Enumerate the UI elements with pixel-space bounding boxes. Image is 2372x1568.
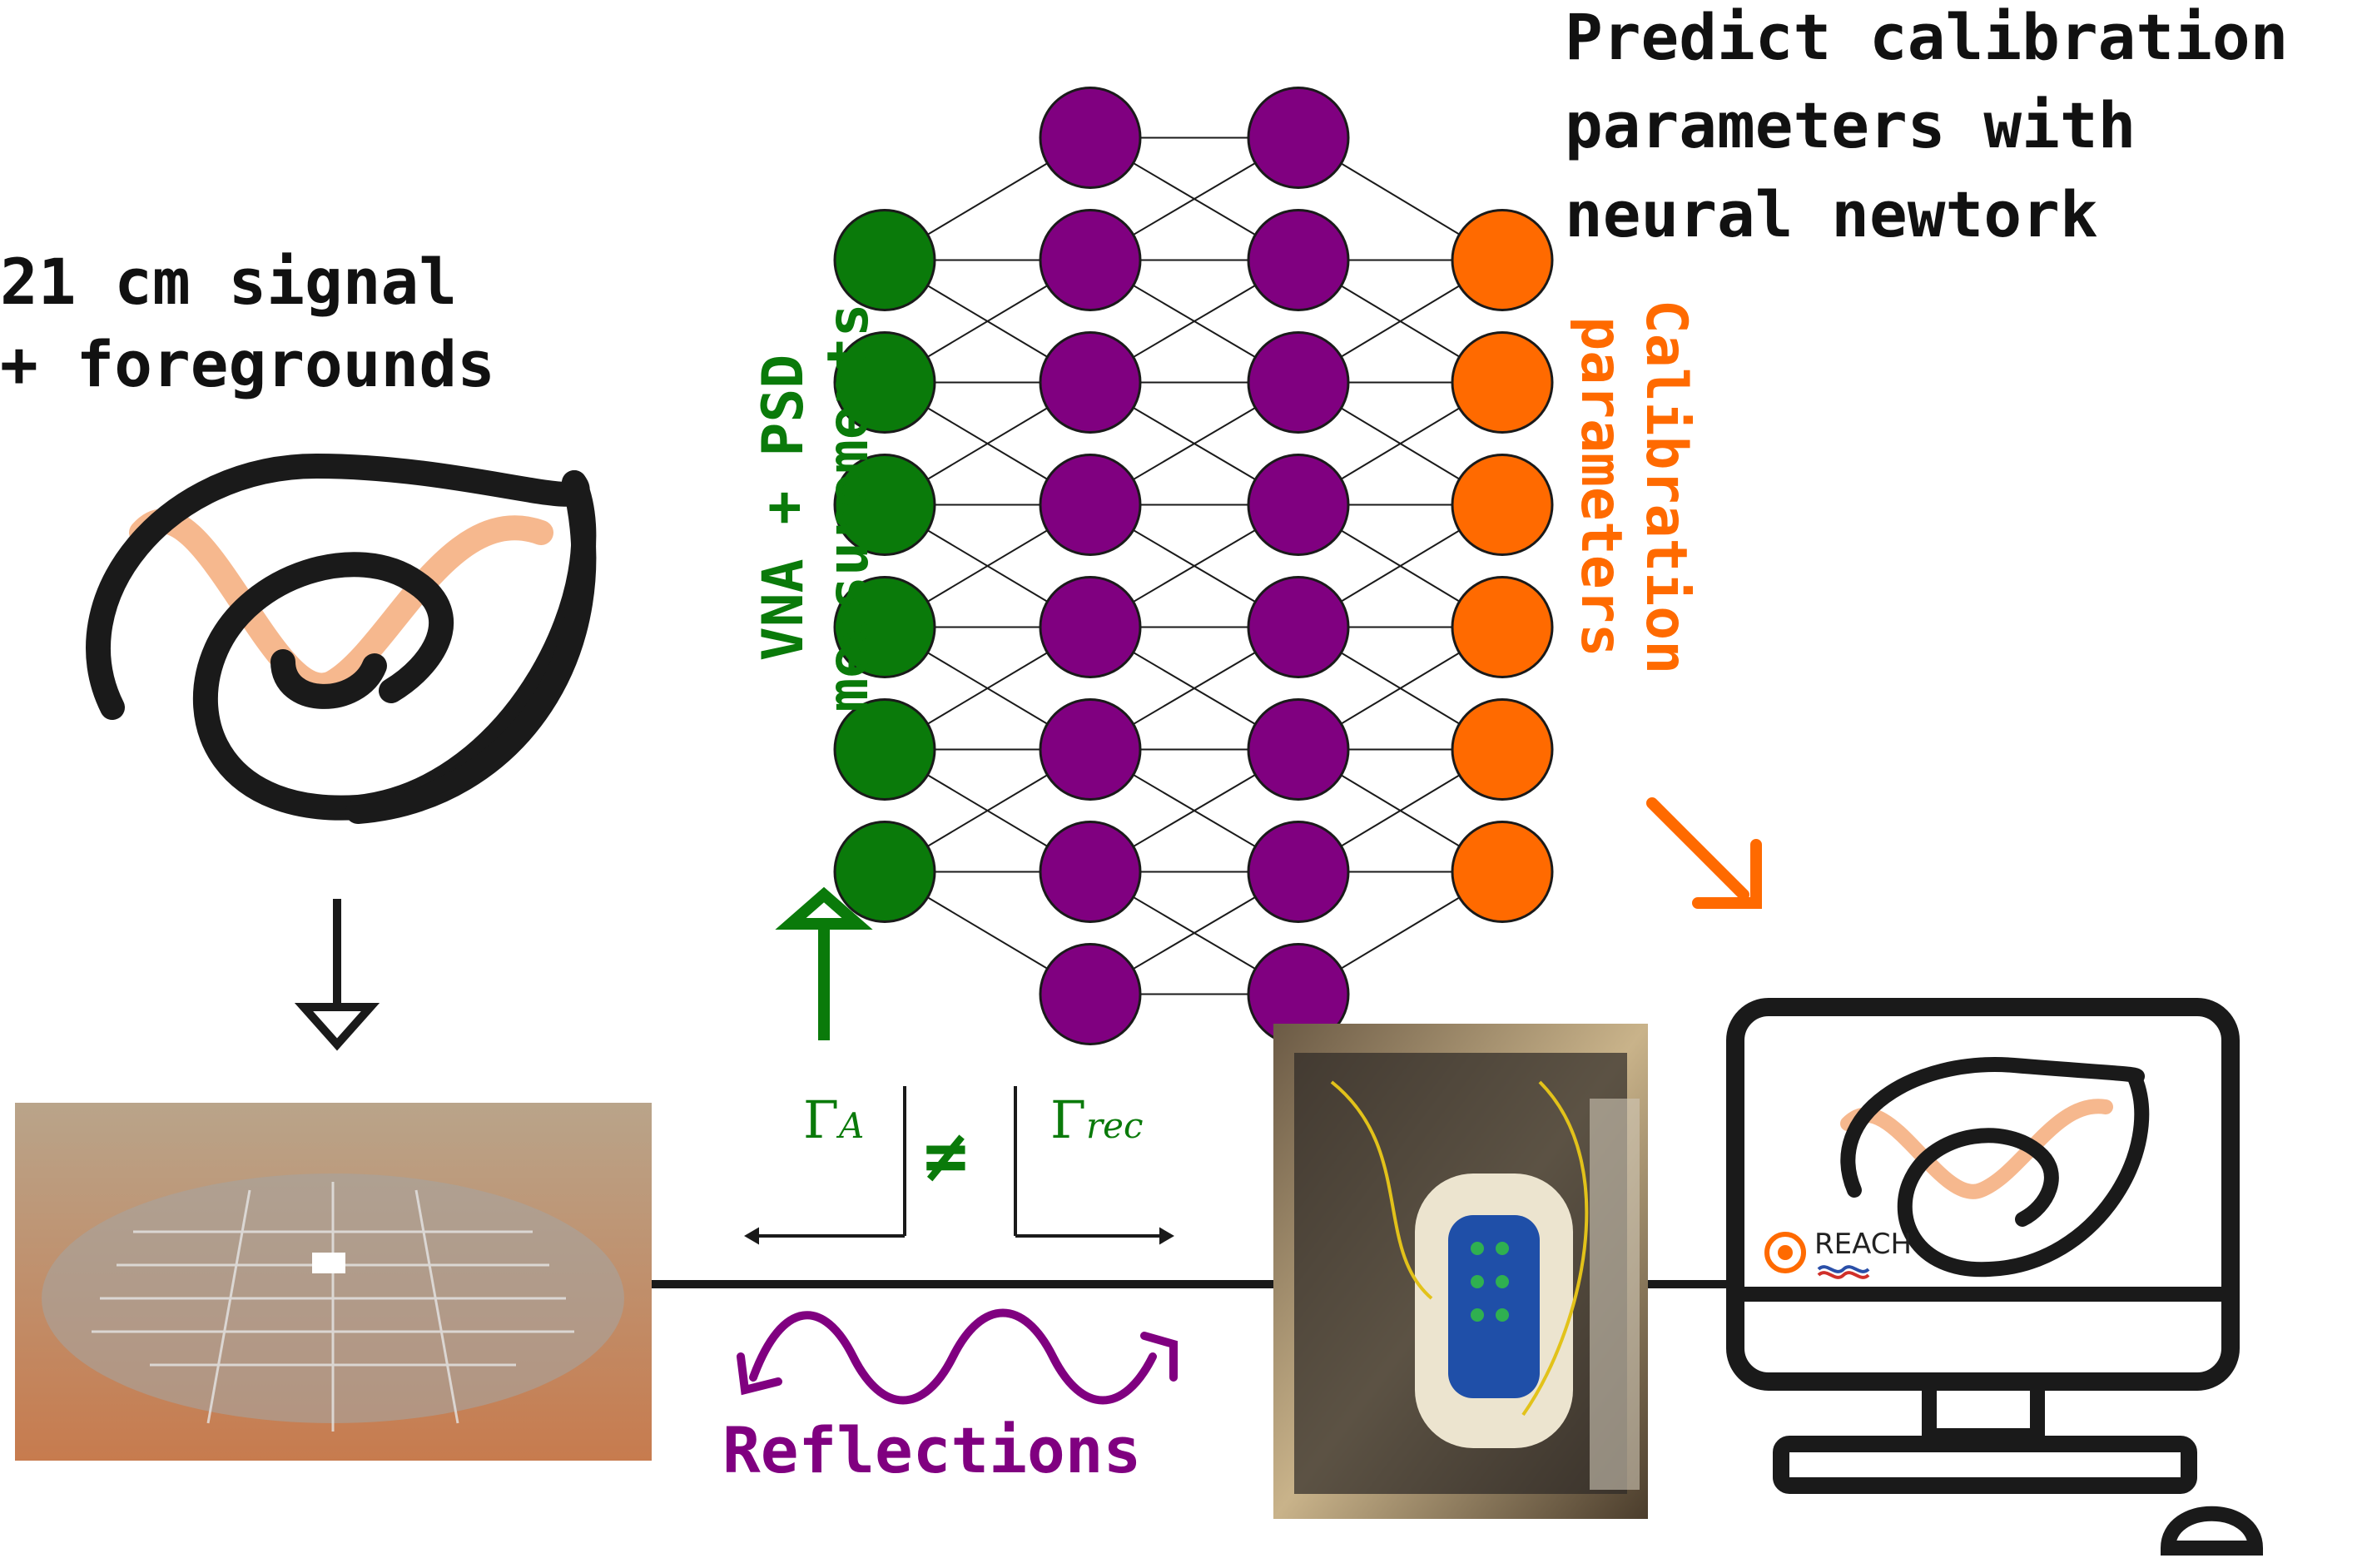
- output-node: [1451, 698, 1554, 801]
- hidden-1-node: [1039, 87, 1142, 189]
- output-node: [1451, 576, 1554, 678]
- input-node: [833, 576, 936, 678]
- hidden-1-node: [1039, 576, 1142, 678]
- hidden-2-node: [1247, 87, 1350, 189]
- output-arrow-icon: [1646, 797, 1762, 909]
- output-node: [1451, 331, 1554, 434]
- network-connections: [884, 136, 1503, 995]
- hidden-2-node: [1247, 454, 1350, 556]
- output-node: [1451, 209, 1554, 311]
- hidden-1-node: [1039, 821, 1142, 923]
- input-node: [833, 454, 936, 556]
- galaxy-foreground-icon: [86, 454, 597, 824]
- hidden-2-node: [1247, 821, 1350, 923]
- input-node: [833, 331, 936, 434]
- output-node: [1451, 821, 1554, 923]
- hidden-1-node: [1039, 454, 1142, 556]
- input-arrow-icon: [775, 886, 873, 1040]
- computer-monitor-icon: [1726, 998, 2264, 1556]
- hidden-1-node: [1039, 943, 1142, 1045]
- hidden-2-node: [1247, 331, 1350, 434]
- output-node: [1451, 454, 1554, 556]
- input-node: [833, 698, 936, 801]
- down-arrow-icon: [294, 899, 380, 1051]
- reflections-wave-icon: [737, 1308, 1178, 1405]
- receiver-box-photo: [1273, 1024, 1648, 1519]
- hidden-1-node: [1039, 209, 1142, 311]
- hidden-2-node: [1247, 576, 1350, 678]
- reach-logo-spiral-icon: [1764, 1057, 2150, 1279]
- hidden-2-node: [1247, 209, 1350, 311]
- reflection-coefficient-sketch: [744, 1086, 1174, 1245]
- neural-network: [833, 87, 1554, 1045]
- hidden-1-node: [1039, 698, 1142, 801]
- hidden-2-node: [1247, 698, 1350, 801]
- input-node: [833, 821, 936, 923]
- hidden-1-node: [1039, 331, 1142, 434]
- antenna-field-photo: [15, 1103, 652, 1461]
- input-node: [833, 209, 936, 311]
